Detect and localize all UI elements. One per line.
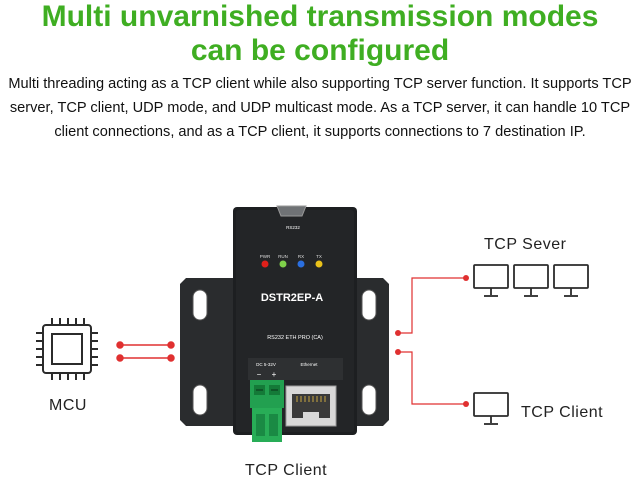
title-line-2: can be configured <box>190 34 450 67</box>
right-connection-lines <box>398 277 466 405</box>
led-label-pwr: PWR <box>260 254 271 259</box>
power-minus-label: − <box>257 370 262 379</box>
tcp-server-monitors-icon <box>473 264 589 297</box>
device-subtitle: RS232 ETH PRO (CA) <box>267 335 323 341</box>
serial-port-label: RS232 <box>286 225 300 230</box>
tcp-client-right-label: TCP Client <box>521 404 604 421</box>
led-label-rx: RX <box>298 254 304 259</box>
tcp-client-monitor-icon <box>473 392 509 425</box>
tcp-server-label: TCP Sever <box>484 236 567 253</box>
power-label: DC 5-32V <box>256 362 276 367</box>
title-line-1: Multi unvarnished transmission modes <box>41 0 599 33</box>
mcu-connection-lines <box>116 341 175 362</box>
mcu-label: MCU <box>49 397 87 414</box>
power-terminal-block <box>250 380 284 442</box>
led-label-tx: TX <box>316 254 322 259</box>
tcp-client-bottom-label: TCP Client <box>245 462 328 479</box>
ethernet-label: Ethernet <box>300 362 318 367</box>
ethernet-port <box>285 385 337 427</box>
status-leds: PWR RUN RX TX <box>260 254 323 268</box>
power-plus-label: + <box>272 370 277 379</box>
serial-server-device: RS232 PWR RUN RX TX DSTR2EP-A RS232 ETH … <box>180 205 389 442</box>
db9-port <box>276 205 307 217</box>
mcu-chip-icon <box>36 318 98 380</box>
description-text: Multi threading acting as a TCP client w… <box>8 76 632 140</box>
device-model-name: DSTR2EP-A <box>261 292 323 304</box>
led-label-run: RUN <box>278 254 288 259</box>
